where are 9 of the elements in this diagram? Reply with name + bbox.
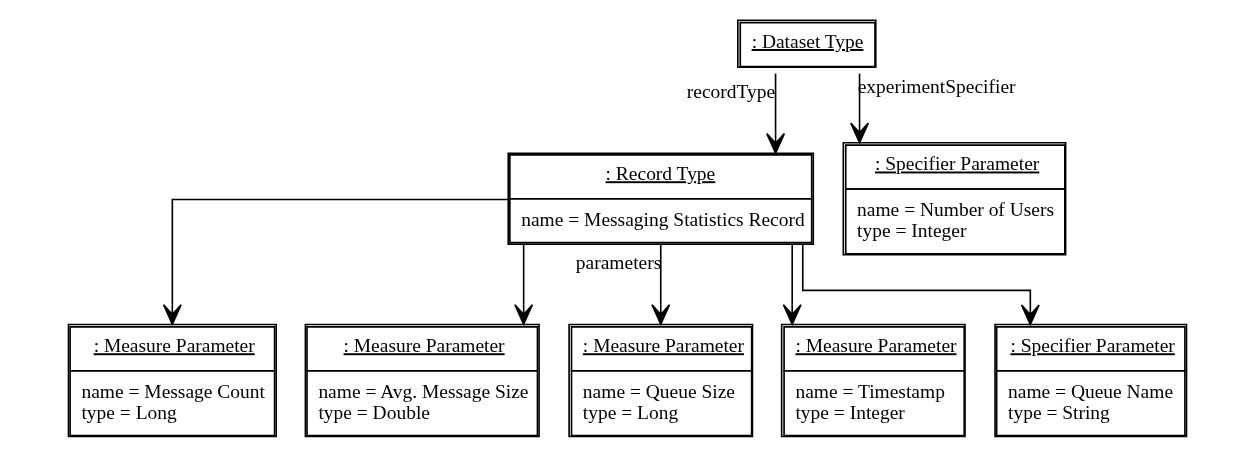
arrow (650, 243, 670, 326)
arrow (849, 72, 869, 144)
arrow (765, 72, 785, 154)
arrow (782, 243, 802, 326)
arrow (801, 243, 1040, 326)
arrow (162, 198, 509, 325)
edge-label: parameters (575, 252, 661, 274)
arrow (513, 243, 533, 326)
edge-label: recordType (686, 81, 775, 103)
